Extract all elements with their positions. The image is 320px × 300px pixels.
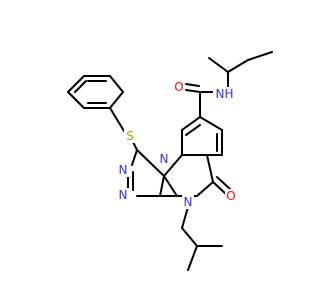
bond [67,91,85,109]
atom-thioether-s: S [124,129,136,143]
atom-label: H [224,87,233,101]
bond [187,245,198,271]
bond [131,149,138,166]
bond [185,83,200,87]
atom-label: S [126,129,134,143]
atom-lactam-o: O [225,189,237,203]
bond [159,175,165,197]
atom-triazole-n1: N [117,163,129,177]
atom-carboxamide-o: O [173,80,185,94]
bond [185,124,201,136]
bond [199,116,223,131]
bond [212,181,228,196]
atom-triazole-n2: N [117,188,129,202]
atom-labels: O N H S N N N O N [117,80,237,209]
bond [67,75,85,93]
atom-label: O [174,80,183,94]
molecule-structure: O N H S N N N O N [67,51,273,271]
atom-label: N [160,152,169,166]
atom-lactam-n: N [182,195,194,209]
atom-ring-fusion-n: N [158,152,170,166]
bond [136,149,165,177]
bond [109,107,125,132]
atom-label: N [184,195,193,209]
atom-label: N [119,163,128,177]
bond [109,75,124,93]
bond [181,116,201,131]
bond [181,206,189,229]
bond [74,80,87,93]
bond [181,227,198,247]
atom-label: N [119,188,128,202]
atom-amide-nh: N H [213,87,236,101]
bond [206,154,214,183]
bond [163,154,183,177]
bond [227,59,249,73]
bond [163,175,178,197]
bond [109,91,124,109]
bond [216,176,231,190]
bond [185,89,201,93]
bond [196,181,214,197]
bond [208,57,229,73]
bond [247,51,273,61]
atom-label: N [216,87,225,101]
atom-label: O [226,189,235,203]
